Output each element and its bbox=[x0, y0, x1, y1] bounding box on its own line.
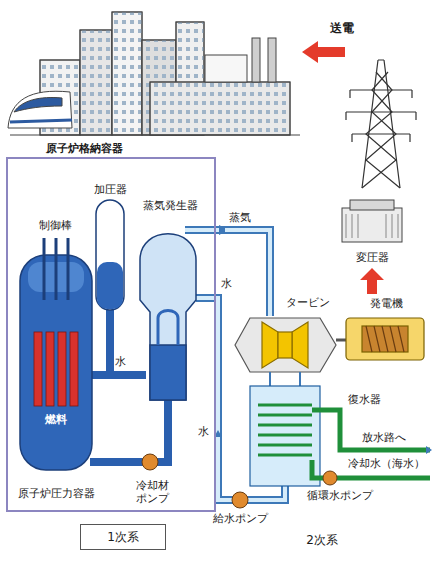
power-up-arrow bbox=[360, 268, 384, 294]
condenser bbox=[270, 372, 300, 386]
fuel bbox=[70, 332, 78, 406]
steam-generator bbox=[140, 234, 196, 400]
cooling-water-pipe bbox=[312, 410, 430, 450]
flow-arrows bbox=[219, 225, 225, 235]
transformer bbox=[342, 208, 402, 242]
system-label: 1次系 bbox=[107, 529, 139, 546]
train bbox=[8, 91, 72, 128]
city-skyline bbox=[80, 30, 112, 135]
fuel bbox=[58, 332, 66, 406]
fuel bbox=[46, 332, 54, 406]
part-label: 蒸気発生器 bbox=[143, 199, 198, 212]
part-label: 給水ポンプ bbox=[213, 512, 268, 525]
primary-loop bbox=[106, 308, 114, 375]
flow-label: 水 bbox=[115, 355, 126, 368]
part-label: 変圧器 bbox=[356, 251, 389, 264]
flow-arrows bbox=[214, 225, 432, 454]
generator bbox=[346, 318, 424, 360]
steam-generator bbox=[140, 234, 196, 400]
feed-pump bbox=[232, 492, 248, 508]
part-label: 制御棒 bbox=[39, 219, 72, 232]
city-skyline bbox=[112, 12, 142, 135]
steam-generator bbox=[150, 345, 186, 400]
part-label: 冷却材 ポンプ bbox=[130, 479, 174, 505]
circulating-pump bbox=[323, 471, 337, 485]
cooling-water-pipe bbox=[312, 410, 430, 478]
flow-label: 蒸気 bbox=[229, 211, 251, 224]
flow-arrows bbox=[426, 446, 432, 454]
shaft bbox=[336, 339, 346, 342]
system-box: 1次系 bbox=[80, 524, 166, 550]
city-skyline bbox=[268, 38, 276, 82]
shaft bbox=[336, 339, 346, 342]
control-rods bbox=[44, 238, 68, 300]
train bbox=[10, 120, 72, 122]
fuel bbox=[34, 332, 42, 406]
control-rods bbox=[44, 238, 68, 300]
steam-generator bbox=[158, 311, 178, 346]
part-label: 復水器 bbox=[348, 393, 381, 406]
power-up-arrow bbox=[360, 268, 384, 294]
transmission-label: 送電 bbox=[330, 21, 354, 35]
coolant-pump bbox=[142, 454, 158, 470]
city-skyline bbox=[10, 135, 300, 136]
power-tower bbox=[346, 60, 416, 188]
flow-label: 水 bbox=[219, 277, 234, 290]
turbine-housing bbox=[235, 318, 336, 372]
city-skyline bbox=[150, 82, 290, 135]
part-label: タービン bbox=[286, 296, 330, 309]
fuel-label: 燃料 bbox=[45, 413, 67, 426]
part-label: 加圧器 bbox=[94, 183, 127, 196]
coolant-pump bbox=[142, 454, 158, 470]
primary-loop bbox=[90, 371, 146, 379]
generator bbox=[362, 326, 408, 352]
power-tower bbox=[362, 60, 400, 188]
city-skyline bbox=[252, 38, 260, 82]
turbine-housing bbox=[278, 332, 292, 358]
power-tower bbox=[346, 90, 416, 142]
secondary-pipe bbox=[185, 230, 270, 316]
feed-pump bbox=[232, 492, 248, 508]
turbine-housing bbox=[235, 318, 336, 372]
transformer bbox=[342, 200, 402, 242]
condenser bbox=[258, 400, 312, 460]
pressurizer bbox=[97, 262, 123, 309]
generator bbox=[346, 318, 424, 360]
primary-loop bbox=[90, 398, 168, 462]
city-skyline bbox=[80, 30, 112, 135]
pressurizer bbox=[96, 200, 124, 310]
transmission-arrow bbox=[302, 41, 345, 63]
transformer bbox=[346, 214, 398, 238]
flow-label: 水 bbox=[196, 425, 211, 438]
turbine-housing bbox=[262, 322, 308, 368]
city-skyline bbox=[205, 55, 247, 82]
pressurizer bbox=[96, 200, 124, 310]
train bbox=[14, 98, 62, 112]
transformer bbox=[350, 200, 394, 210]
part-label: 循環水ポンプ bbox=[307, 489, 373, 502]
flow-label: 放水路へ bbox=[362, 431, 406, 444]
secondary-pipe bbox=[185, 230, 270, 316]
city-skyline bbox=[150, 82, 290, 135]
system-label: 2次系 bbox=[306, 533, 338, 547]
train bbox=[8, 91, 72, 128]
power-tower bbox=[362, 72, 400, 188]
frame-title: 原子炉格納容器 bbox=[46, 141, 123, 156]
part-label: 原子炉圧力容器 bbox=[18, 487, 95, 500]
circulating-pump bbox=[323, 471, 337, 485]
fuel bbox=[34, 332, 78, 406]
flow-label: 冷却水（海水） bbox=[348, 457, 425, 470]
power-tower bbox=[346, 90, 416, 134]
transmission-arrow bbox=[302, 41, 345, 63]
generator bbox=[366, 326, 404, 352]
part-label: 発電機 bbox=[370, 297, 403, 310]
city-skyline bbox=[112, 12, 142, 135]
